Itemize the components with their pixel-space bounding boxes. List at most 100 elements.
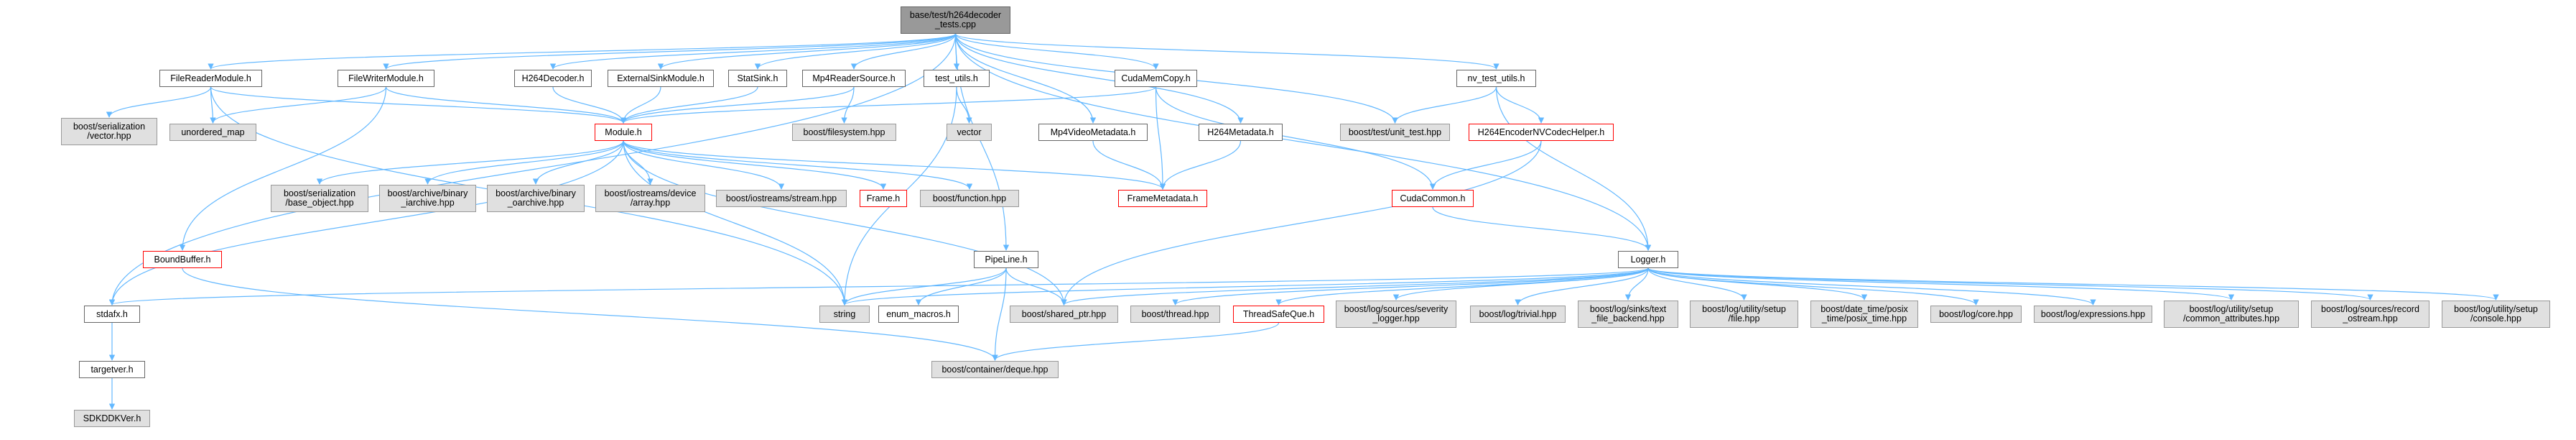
node-boost-date-time-posix-time[interactable]: boost/date_time/posix _time/posix_time.h… (1810, 301, 1918, 328)
edge-nv_test_utils-to-boost_test_unit_test (1392, 86, 1497, 124)
edge-filewritermodule-to-unordered_map (210, 86, 387, 124)
node-h264encodernvcodechelper-h[interactable]: H264EncoderNVCodecHelper.h (1469, 124, 1614, 141)
edge-module-to-boost_archive_binary_iarchive (424, 140, 624, 185)
edge-module-to-framemetadata (623, 140, 1166, 190)
edge-filewritermodule-to-boundbuffer (179, 86, 387, 251)
node-framemetadata-h[interactable]: FrameMetadata.h (1118, 190, 1207, 207)
edge-root-to-mp4readersource (850, 33, 957, 70)
node-string[interactable]: string (819, 306, 870, 323)
node-boost-shared-ptr[interactable]: boost/shared_ptr.hpp (1010, 306, 1118, 323)
node-test-utils-h[interactable]: test_utils.h (924, 70, 990, 87)
node-boost-iostreams-device-array[interactable]: boost/iostreams/device /array.hpp (595, 185, 705, 212)
edge-logger-to-string (842, 267, 1649, 306)
edge-filereadermodule-to-module (210, 86, 627, 124)
node-pipeline-h[interactable]: PipeLine.h (974, 251, 1038, 268)
node-boost-log-sources-severity-logger[interactable]: boost/log/sources/severity _logger.hpp (1336, 301, 1456, 328)
edge-root-to-h264decoder (549, 33, 957, 70)
edge-root-to-statsink (754, 33, 957, 70)
edge-module-to-boost_function (623, 140, 973, 190)
edge-cudamemcopy-to-cudacommon (1155, 86, 1436, 190)
node-mp4readersource-h[interactable]: Mp4ReaderSource.h (802, 70, 906, 87)
node-filewritermodule-h[interactable]: FileWriterModule.h (338, 70, 434, 87)
node-h264decoder-tests-cpp[interactable]: base/test/h264decoder _tests.cpp (901, 6, 1010, 34)
edge-test_utils-to-vector (956, 86, 972, 124)
node-boost-serialization-vector[interactable]: boost/serialization /vector.hpp (61, 118, 157, 145)
edge-root-to-logger (954, 33, 1652, 251)
edge-statsink-to-module (620, 86, 758, 124)
node-stdafx-h[interactable]: stdafx.h (84, 306, 140, 323)
node-boost-log-expressions[interactable]: boost/log/expressions.hpp (2034, 306, 2152, 323)
node-boost-log-trivial[interactable]: boost/log/trivial.hpp (1470, 306, 1566, 323)
node-boundbuffer-h[interactable]: BoundBuffer.h (143, 251, 222, 268)
node-boost-test-unit-test[interactable]: boost/test/unit_test.hpp (1340, 124, 1450, 141)
node-filereadermodule-h[interactable]: FileReaderModule.h (159, 70, 262, 87)
node-boost-function[interactable]: boost/function.hpp (920, 190, 1019, 207)
edge-threadsafeque-to-boost_container_deque (992, 322, 1280, 361)
node-module-h[interactable]: Module.h (595, 124, 652, 141)
node-boost-container-deque[interactable]: boost/container/deque.hpp (931, 361, 1059, 378)
edge-module-to-boost_archive_binary_oarchive (532, 140, 624, 185)
node-nv-test-utils-h[interactable]: nv_test_utils.h (1456, 70, 1536, 87)
edge-root-to-nv_test_utils (954, 33, 1499, 70)
edge-root-to-h264metadata (954, 33, 1244, 124)
node-sdkddkver-h[interactable]: SDKDDKVer.h (74, 410, 150, 427)
node-externalsinkmodule-h[interactable]: ExternalSinkModule.h (608, 70, 714, 87)
edge-h264decoder-to-module (552, 86, 627, 124)
edge-mp4readersource-to-boost_filesystem (841, 86, 855, 124)
edge-root-to-cudamemcopy (954, 33, 1159, 70)
node-boost-log-utility-setup-console[interactable]: boost/log/utility/setup /console.hpp (2442, 301, 2550, 328)
node-boost-archive-binary-oarchive[interactable]: boost/archive/binary _oarchive.hpp (487, 185, 585, 212)
edge-pipeline-to-string (841, 267, 1007, 306)
node-statsink-h[interactable]: StatSink.h (728, 70, 787, 87)
edge-root-to-filewritermodule (383, 33, 957, 70)
node-boost-log-sinks-text-file-backend[interactable]: boost/log/sinks/text _file_backend.hpp (1578, 301, 1678, 328)
node-boost-log-utility-setup-file[interactable]: boost/log/utility/setup /file.hpp (1690, 301, 1798, 328)
edge-h264encodernvcodechelper-to-cudacommon (1429, 140, 1542, 190)
node-mp4videometadata-h[interactable]: Mp4VideoMetadata.h (1038, 124, 1148, 141)
edge-mp4readersource-to-module (620, 86, 855, 124)
edge-h264metadata-to-framemetadata (1159, 140, 1242, 190)
node-frame-h[interactable]: Frame.h (860, 190, 907, 207)
node-cudacommon-h[interactable]: CudaCommon.h (1392, 190, 1474, 207)
edge-logger-to-boost_thread (1172, 267, 1649, 306)
node-boost-thread[interactable]: boost/thread.hpp (1130, 306, 1220, 323)
edge-nv_test_utils-to-logger (1495, 86, 1652, 251)
edge-logger-to-boost_log_sinks_text_file_backend (1624, 267, 1649, 301)
node-logger-h[interactable]: Logger.h (1618, 251, 1678, 268)
edge-module-to-boost_shared_ptr (623, 140, 1067, 306)
edge-logger-to-boost_log_core (1647, 267, 1979, 306)
edge-module-to-frame (623, 140, 887, 190)
node-boost-iostreams-stream[interactable]: boost/iostreams/stream.hpp (716, 190, 847, 207)
edge-filereadermodule-to-boost_serialization_vector (106, 86, 212, 118)
node-boost-log-sources-record-ostream[interactable]: boost/log/sources/record _ostream.hpp (2311, 301, 2429, 328)
edge-pipeline-to-boost_container_deque (992, 267, 1007, 361)
node-boost-filesystem[interactable]: boost/filesystem.hpp (792, 124, 896, 141)
node-boost-log-core[interactable]: boost/log/core.hpp (1930, 306, 2022, 323)
edge-logger-to-boost_shared_ptr (1061, 267, 1649, 306)
edge-logger-to-boost_log_trivial (1515, 267, 1649, 306)
node-enum-macros-h[interactable]: enum_macros.h (878, 306, 959, 323)
node-threadsafeque-h[interactable]: ThreadSafeQue.h (1233, 306, 1324, 323)
node-boost-log-utility-setup-common-attributes[interactable]: boost/log/utility/setup /common_attribut… (2164, 301, 2299, 328)
edge-module-to-string (623, 140, 848, 306)
node-boost-serialization-base-object[interactable]: boost/serialization /base_object.hpp (271, 185, 368, 212)
node-boost-archive-binary-iarchive-box[interactable]: boost/archive/binary _iarchive.hpp (379, 185, 476, 212)
edge-cudacommon-to-logger (1432, 206, 1652, 251)
node-unordered-map[interactable]: unordered_map (169, 124, 256, 141)
edge-cudamemcopy-to-framemetadata (1155, 86, 1166, 190)
node-vector[interactable]: vector (947, 124, 992, 141)
edge-cudamemcopy-to-module (620, 86, 1157, 124)
edge-logger-to-boost_log_expressions (1647, 267, 2096, 306)
edge-logger-to-boost_log_utility_setup_common_attributes (1647, 267, 2234, 301)
edge-logger-to-boost_log_utility_setup_console (1647, 267, 2499, 301)
node-h264metadata-h[interactable]: H264Metadata.h (1199, 124, 1283, 141)
node-cudamemcopy-h[interactable]: CudaMemCopy.h (1115, 70, 1197, 87)
edge-logger-to-boost_log_utility_setup_file (1647, 267, 1747, 301)
edge-root-to-externalsinkmodule (657, 33, 957, 70)
node-h264decoder-h[interactable]: H264Decoder.h (514, 70, 592, 87)
node-targetver-h[interactable]: targetver.h (79, 361, 145, 378)
edge-boundbuffer-to-boost_container_deque (182, 267, 998, 361)
edge-logger-to-stdafx (109, 267, 1649, 306)
edge-root-to-filereadermodule (208, 33, 957, 70)
